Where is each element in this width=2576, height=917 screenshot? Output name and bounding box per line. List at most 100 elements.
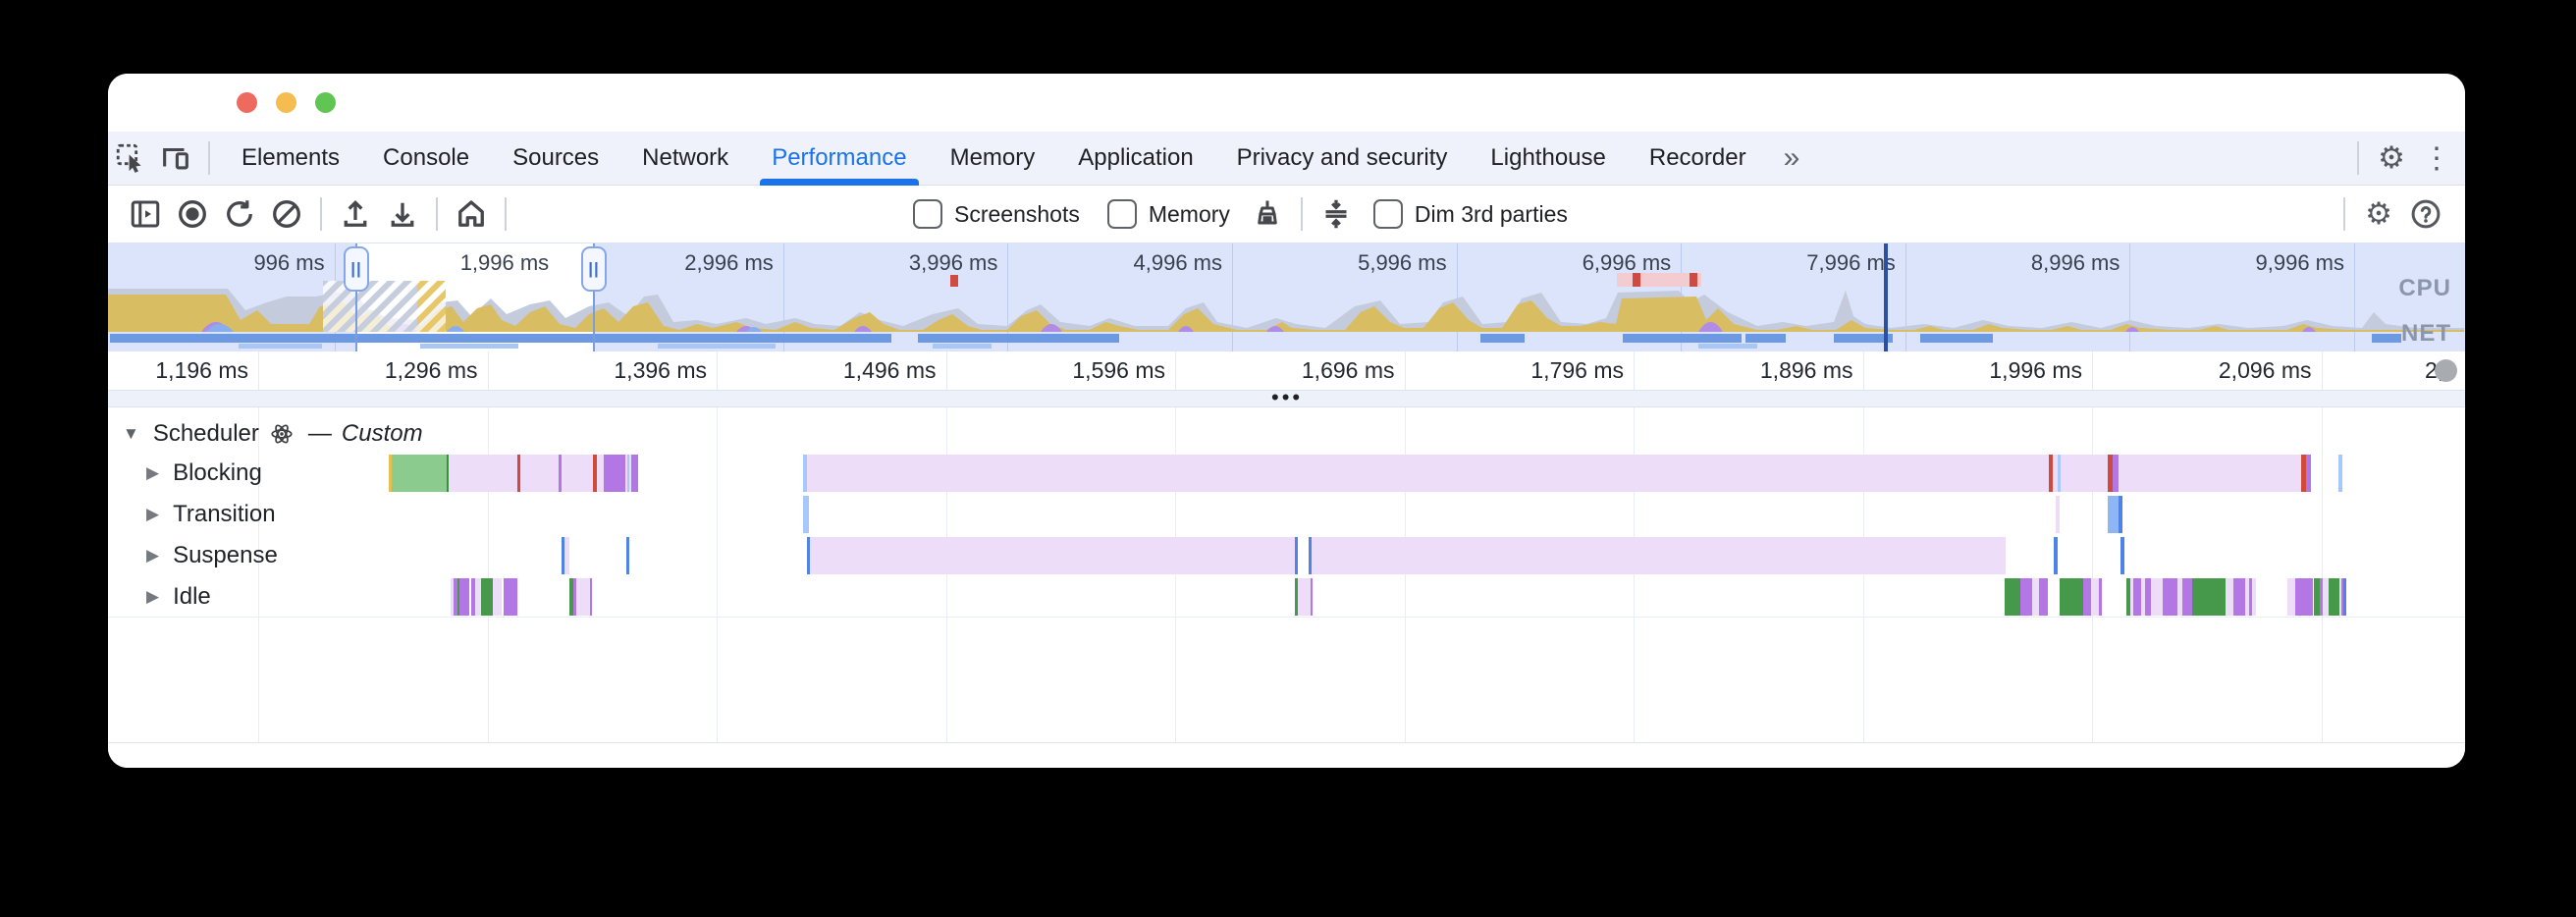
track-bar[interactable] xyxy=(2249,578,2252,616)
track-bar[interactable] xyxy=(2306,455,2311,492)
close-button[interactable] xyxy=(237,92,257,113)
track-bar[interactable] xyxy=(2119,496,2122,533)
zoom-button[interactable] xyxy=(315,92,336,113)
track-bar[interactable] xyxy=(1309,537,1312,574)
upload-profile-button[interactable] xyxy=(332,190,379,238)
track-bar[interactable] xyxy=(2083,578,2091,616)
track-bar[interactable] xyxy=(2287,578,2295,616)
tab-network[interactable]: Network xyxy=(642,144,729,171)
track-bar[interactable] xyxy=(2119,455,2301,492)
track-bar[interactable] xyxy=(481,578,493,616)
track-bar[interactable] xyxy=(2339,578,2341,616)
collect-garbage-button[interactable] xyxy=(1244,190,1291,238)
tab-memory[interactable]: Memory xyxy=(949,144,1036,171)
track-bar[interactable] xyxy=(2329,578,2339,616)
tab-sources[interactable]: Sources xyxy=(512,144,600,171)
track-bar[interactable] xyxy=(629,455,631,492)
track-bar[interactable] xyxy=(590,578,592,616)
track-bar[interactable] xyxy=(1311,578,1313,616)
track-bar[interactable] xyxy=(2252,578,2256,616)
device-toolbar-button[interactable] xyxy=(153,135,198,181)
track-bar[interactable] xyxy=(626,537,629,574)
collapse-triangle-icon[interactable]: ▼ xyxy=(123,424,139,443)
track-bar[interactable] xyxy=(2314,578,2320,616)
screenshots-label[interactable]: Screenshots xyxy=(954,200,1080,227)
track-bar[interactable] xyxy=(504,578,517,616)
track-bar[interactable] xyxy=(810,537,1295,574)
minimize-button[interactable] xyxy=(276,92,296,113)
track-bar[interactable] xyxy=(2130,578,2133,616)
track-bar[interactable] xyxy=(493,578,502,616)
help-button[interactable] xyxy=(2402,190,2449,238)
playhead-marker[interactable] xyxy=(1884,243,1888,351)
track-bar[interactable] xyxy=(2108,455,2113,492)
track-bar[interactable] xyxy=(2145,578,2151,616)
track-bar[interactable] xyxy=(2245,578,2249,616)
track-resize-strip[interactable]: ••• xyxy=(108,385,2465,409)
capture-settings-button[interactable]: ⚙ xyxy=(2365,196,2392,231)
track-bar[interactable] xyxy=(2141,578,2145,616)
track-bar[interactable] xyxy=(517,455,520,492)
tab-elements[interactable]: Elements xyxy=(242,144,341,171)
track-bar[interactable] xyxy=(454,578,457,616)
track-bar[interactable] xyxy=(2108,496,2119,533)
track-bar[interactable] xyxy=(2120,537,2124,574)
track-bar[interactable] xyxy=(2049,455,2053,492)
track-bar[interactable] xyxy=(520,455,559,492)
track-bar[interactable] xyxy=(803,496,809,533)
expand-triangle-icon[interactable]: ▶ xyxy=(146,463,160,482)
expand-triangle-icon[interactable]: ▶ xyxy=(146,587,160,606)
memory-checkbox[interactable] xyxy=(1106,199,1137,229)
tab-console[interactable]: Console xyxy=(383,144,470,171)
track-bar[interactable] xyxy=(2113,455,2119,492)
more-tabs-button[interactable]: » xyxy=(1783,141,1800,174)
track-bar[interactable] xyxy=(2295,578,2313,616)
track-row-blocking[interactable]: ▶Blocking xyxy=(146,458,262,488)
track-bar[interactable] xyxy=(2163,578,2177,616)
scheduler-track-header[interactable]: ▼ Scheduler — Custom xyxy=(123,420,423,448)
track-bar[interactable] xyxy=(2182,578,2192,616)
track-bar[interactable] xyxy=(2053,455,2058,492)
clear-recording-button[interactable] xyxy=(263,190,310,238)
track-bar[interactable] xyxy=(2192,578,2226,616)
tab-recorder[interactable]: Recorder xyxy=(1648,144,1746,171)
track-row-suspense[interactable]: ▶Suspense xyxy=(146,541,278,570)
track-bar[interactable] xyxy=(2056,496,2060,533)
tab-application[interactable]: Application xyxy=(1078,144,1194,171)
track-row-idle[interactable]: ▶Idle xyxy=(146,582,211,612)
selection-handle-left[interactable]: || xyxy=(344,246,369,292)
track-bar[interactable] xyxy=(2061,455,2108,492)
track-bar[interactable] xyxy=(2058,455,2061,492)
track-bar[interactable] xyxy=(2226,578,2233,616)
track-bar[interactable] xyxy=(2320,578,2323,616)
track-bar[interactable] xyxy=(564,537,569,574)
track-bar[interactable] xyxy=(573,578,576,616)
tab-performance[interactable]: Performance xyxy=(750,132,928,186)
selection-handle-right[interactable]: || xyxy=(581,246,607,292)
track-bar[interactable] xyxy=(1298,578,1311,616)
track-bar[interactable] xyxy=(807,537,810,574)
track-bar[interactable] xyxy=(2343,578,2346,616)
track-bar[interactable] xyxy=(604,455,625,492)
track-bar[interactable] xyxy=(2126,578,2130,616)
expand-triangle-icon[interactable]: ▶ xyxy=(146,546,160,565)
track-bar[interactable] xyxy=(1312,537,2006,574)
track-bar[interactable] xyxy=(2060,578,2083,616)
inspect-element-button[interactable] xyxy=(108,135,153,181)
track-bar[interactable] xyxy=(457,578,459,616)
track-bar[interactable] xyxy=(2039,578,2048,616)
scrollbar-thumb[interactable] xyxy=(2435,359,2457,382)
track-bar[interactable] xyxy=(451,578,454,616)
tab-privacy-and-security[interactable]: Privacy and security xyxy=(1236,144,1448,171)
track-bar[interactable] xyxy=(2054,537,2058,574)
track-bar[interactable] xyxy=(471,578,475,616)
track-bar[interactable] xyxy=(459,578,469,616)
dim-3rd-parties-checkbox[interactable] xyxy=(1372,199,1403,229)
track-bar[interactable] xyxy=(2177,578,2182,616)
track-bar[interactable] xyxy=(2005,578,2020,616)
track-bar[interactable] xyxy=(807,455,2049,492)
track-bar[interactable] xyxy=(597,455,604,492)
track-bar[interactable] xyxy=(627,455,629,492)
toggle-sidebar-button[interactable] xyxy=(122,190,169,238)
track-bar[interactable] xyxy=(1295,537,1298,574)
